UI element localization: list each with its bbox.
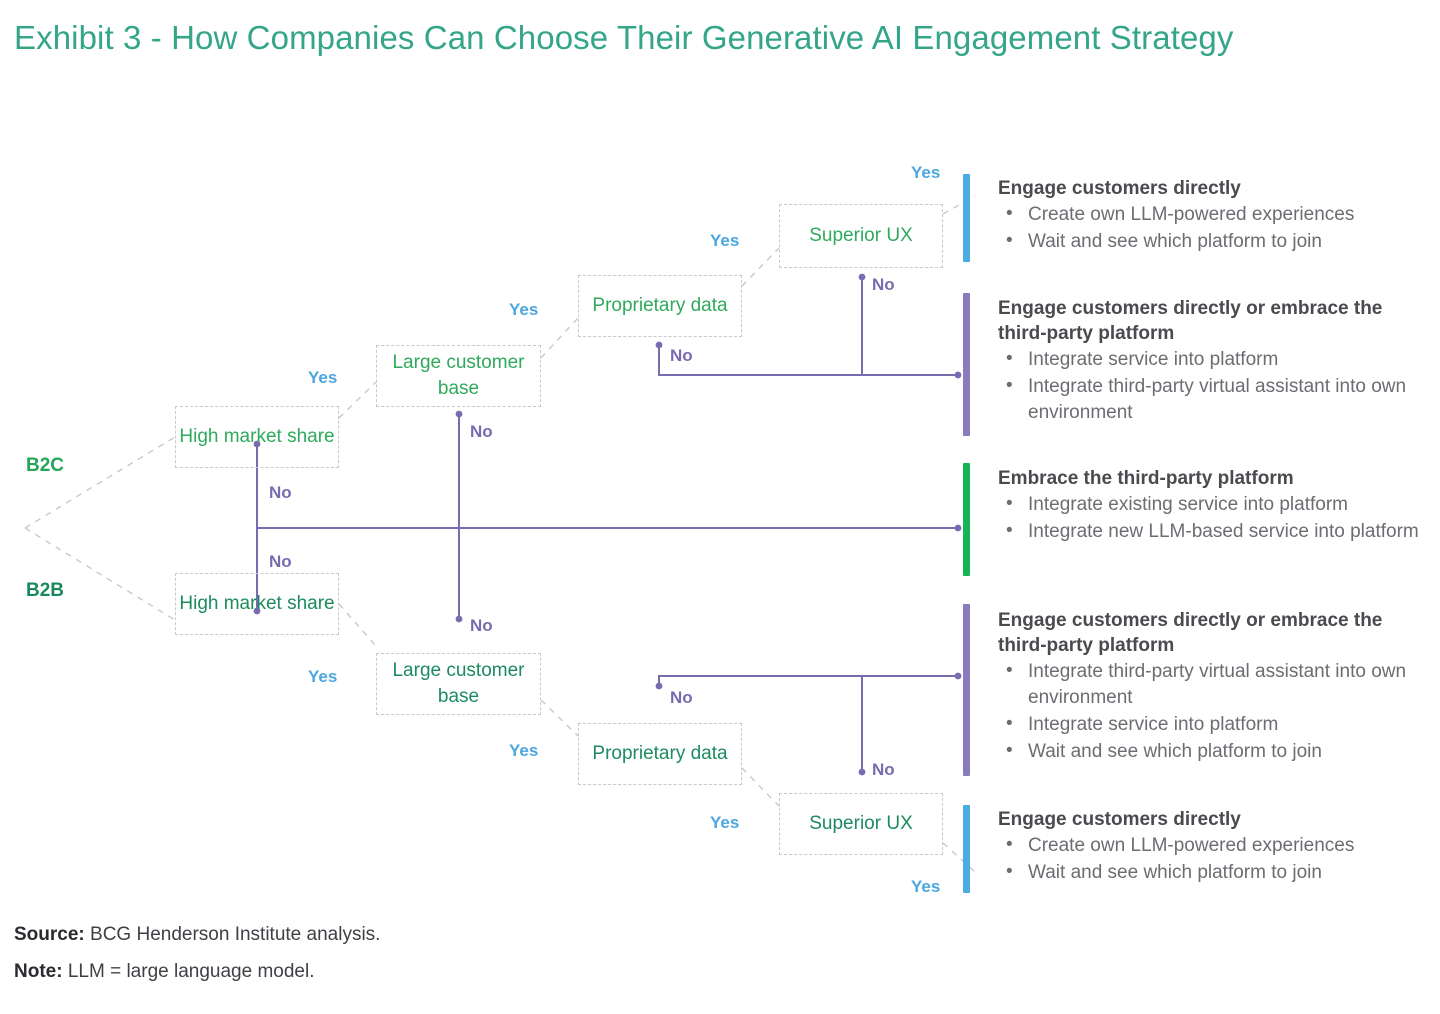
edge-label-no-b2c-large-customer-base: No [470,422,493,441]
outcome-heading: Engage customers directly [998,178,1241,199]
note-text: LLM = large language model. [62,961,315,982]
segment-label-b2b: B2B [26,580,65,601]
outcome-b2c-direct: Engage customers directly Create own LLM… [998,176,1428,255]
source-text: BCG Henderson Institute analysis. [84,924,381,945]
outcome-b2b-direct-or-platform: Engage customers directly or embrace the… [998,608,1428,765]
page-title: Exhibit 3 - How Companies Can Choose The… [14,19,1234,56]
outcome-heading: Embrace the third-party platform [998,468,1294,489]
list-item: Create own LLM-powered experiences [998,832,1428,859]
outcome-accent-bar-5 [963,805,970,893]
edge-label-yes-b2c-superior-ux: Yes [911,163,941,182]
edge-label-yes-b2b-high-market-share: Yes [308,667,338,686]
node-b2b-superior-ux[interactable]: Superior UX [779,793,943,855]
list-item: Integrate existing service into platform [998,491,1428,518]
outcome-accent-bar-3 [963,463,970,576]
outcome-heading: Engage customers directly or embrace the… [998,610,1383,657]
outcome-b2c-direct-or-platform: Engage customers directly or embrace the… [998,296,1428,426]
outcome-accent-bar-2 [963,293,970,436]
edge-label-no-b2b-high-market-share: No [269,552,292,571]
edge-label-yes-b2c-proprietary-data: Yes [710,231,740,250]
note-label: Note: [14,961,63,982]
edge-label-yes-b2c-large-customer-base: Yes [509,300,539,319]
segment-label-b2c: B2C [26,455,65,476]
outcome-heading: Engage customers directly or embrace the… [998,298,1383,345]
outcome-bullet-list: Create own LLM-powered experiences Wait … [998,832,1428,886]
source-note: Source: BCG Henderson Institute analysis… [14,924,380,946]
edge-label-no-b2c-high-market-share: No [269,483,292,502]
edge-label-no-b2c-superior-ux: No [872,275,895,294]
outcome-embrace-platform: Embrace the third-party platform Integra… [998,466,1428,545]
note-line: Note: LLM = large language model. [14,961,314,983]
list-item: Wait and see which platform to join [998,228,1428,255]
edge-label-yes-b2b-large-customer-base: Yes [509,741,539,760]
outcome-bullet-list: Integrate existing service into platform… [998,491,1428,545]
edge-label-no-b2b-large-customer-base: No [470,616,493,635]
list-item: Wait and see which platform to join [998,859,1428,886]
list-item: Integrate service into platform [998,711,1428,738]
edge-label-yes-b2b-superior-ux: Yes [911,877,941,896]
outcome-heading: Engage customers directly [998,809,1241,830]
outcome-b2b-direct: Engage customers directly Create own LLM… [998,807,1428,886]
edge-label-yes-b2c-high-market-share: Yes [308,368,338,387]
outcome-accent-bar-4 [963,604,970,776]
list-item: Create own LLM-powered experiences [998,201,1428,228]
node-b2c-superior-ux[interactable]: Superior UX [779,204,943,268]
list-item: Integrate new LLM-based service into pla… [998,518,1428,545]
node-b2c-proprietary-data[interactable]: Proprietary data [578,275,742,337]
outcome-bullet-list: Integrate service into platform Integrat… [998,346,1428,426]
source-label: Source: [14,924,85,945]
node-b2c-large-customer-base[interactable]: Large customer base [376,345,541,407]
edge-label-no-b2c-proprietary-data: No [670,346,693,365]
node-b2b-large-customer-base[interactable]: Large customer base [376,653,541,715]
outcome-bullet-list: Integrate third-party virtual assistant … [998,658,1428,765]
edge-label-no-b2b-superior-ux: No [872,760,895,779]
list-item: Integrate service into platform [998,346,1428,373]
list-item: Integrate third-party virtual assistant … [998,658,1428,711]
node-b2b-proprietary-data[interactable]: Proprietary data [578,723,742,785]
node-b2c-high-market-share[interactable]: High market share [175,406,339,468]
node-b2b-high-market-share[interactable]: High market share [175,573,339,635]
outcome-bullet-list: Create own LLM-powered experiences Wait … [998,201,1428,255]
outcome-accent-bar-1 [963,174,970,262]
list-item: Integrate third-party virtual assistant … [998,373,1428,426]
edge-label-no-b2b-proprietary-data: No [670,688,693,707]
edge-label-yes-b2b-proprietary-data: Yes [710,813,740,832]
list-item: Wait and see which platform to join [998,738,1428,765]
